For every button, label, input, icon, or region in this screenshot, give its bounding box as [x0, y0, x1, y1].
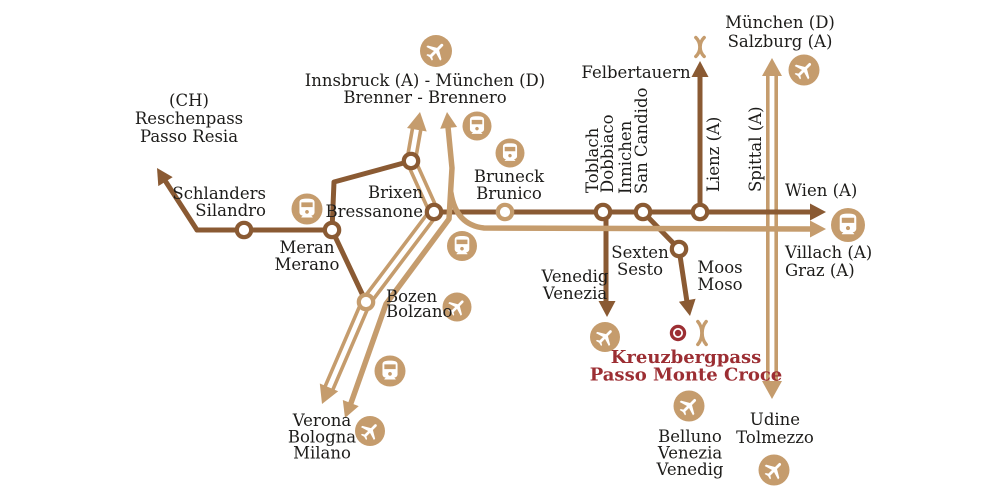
arrowhead [440, 112, 458, 129]
arrowhead [157, 168, 173, 187]
plane-icon [764, 462, 782, 480]
plane-icon [448, 300, 464, 316]
station-node-lienz-junction [690, 202, 710, 222]
schlanders-label: Schlanders [172, 184, 266, 203]
arrowhead [598, 301, 616, 317]
toblach-label: Dobbiaco [598, 114, 617, 193]
plane-icon [360, 424, 377, 441]
reschenpass-label: Passo Resia [140, 127, 238, 146]
station-node-schlanders [234, 220, 254, 240]
plane-icon [794, 62, 812, 80]
plane-icon [595, 330, 612, 347]
station-node-toblach [593, 202, 613, 222]
station-node-meran [322, 220, 342, 240]
spittal-label: Spittal (A) [746, 106, 765, 192]
station-node-brixen-north [401, 151, 421, 171]
arrowhead [691, 61, 709, 77]
kreuzbergpass-label: Kreuzbergpass [611, 347, 762, 368]
route-line-meran-brixen-road [329, 158, 414, 233]
kreuzbergpass-label: Passo Monte Croce [590, 365, 783, 386]
innichen-label: San Candido [632, 87, 651, 194]
pass-icon [698, 35, 706, 59]
plane-icon [426, 43, 444, 61]
schlanders-label: Silandro [195, 201, 266, 220]
train-icon [382, 360, 398, 380]
brenner-label: Innsbruck (A) - München (D) [305, 71, 545, 90]
belluno-label: Venezia [657, 444, 723, 463]
verona-label: Milano [293, 444, 351, 463]
udine-label: Udine [750, 410, 800, 429]
venedig-label: Venezia [542, 284, 608, 303]
route-line-brenner-road [348, 124, 455, 406]
arrowhead [810, 220, 826, 238]
brixen-label: Bressanone [325, 202, 423, 221]
villach-label: Graz (A) [785, 261, 855, 280]
verona-label: Verona [292, 411, 352, 430]
verona-label: Bologna [288, 427, 356, 446]
arrowhead [342, 400, 359, 418]
arrowhead [678, 298, 696, 316]
arrowhead [762, 58, 782, 76]
bruneck-label: Bruneck [474, 167, 545, 186]
belluno-label: Venedig [656, 460, 724, 479]
villach-label: Villach (A) [784, 243, 872, 262]
bozen-label: Bozen [386, 287, 438, 306]
felbertauern-label: Felbertauern [581, 63, 691, 82]
toblach-label: Toblach [583, 127, 602, 193]
udine-label: Tolmezzo [736, 428, 814, 447]
arrowhead [810, 203, 826, 221]
moos-label: Moso [697, 275, 742, 294]
muenchen-label: Salzburg (A) [728, 32, 833, 51]
brenner-label: Brenner - Brennero [343, 88, 506, 107]
train-icon [454, 235, 470, 255]
reschenpass-label: (CH) [169, 91, 209, 110]
route-line-reschenpass-road [163, 179, 200, 233]
sexten-label: Sexten [611, 243, 669, 262]
route-line-pustertal-road [448, 190, 815, 232]
station-node-bozen [356, 292, 376, 312]
mountain-pass-target-icon [669, 324, 687, 342]
train-icon [469, 116, 485, 134]
station-node-innichen [633, 202, 653, 222]
train-icon [502, 143, 518, 161]
arrowhead [407, 112, 427, 132]
route-line-meran-bozen-road [329, 227, 369, 305]
bruneck-label: Brunico [476, 184, 542, 203]
bozen-label: Bolzano [386, 302, 452, 321]
arrowhead [319, 383, 339, 404]
innichen-label: Innichen [616, 120, 635, 194]
lienz-label: Lienz (A) [704, 117, 723, 192]
brixen-label: Brixen [368, 183, 423, 202]
sexten-label: Sesto [617, 260, 663, 279]
train-icon [299, 198, 315, 218]
wien-label: Wien (A) [785, 181, 857, 200]
pass-icon [700, 319, 708, 347]
meran-label: Merano [275, 255, 340, 274]
train-icon [839, 213, 857, 235]
venedig-label: Venedig [541, 267, 609, 286]
meran-label: Meran [279, 238, 334, 257]
mountain-pass-target-dot [674, 329, 682, 337]
muenchen-label: München (D) [725, 13, 835, 32]
plane-icon [679, 398, 697, 416]
belluno-label: Belluno [658, 427, 722, 446]
station-node-brixen-south [424, 202, 444, 222]
moos-label: Moos [697, 258, 742, 277]
station-node-sexten [669, 239, 689, 259]
reschenpass-label: Reschenpass [135, 109, 243, 128]
station-node-bruneck [495, 202, 515, 222]
arrowhead [762, 381, 782, 399]
